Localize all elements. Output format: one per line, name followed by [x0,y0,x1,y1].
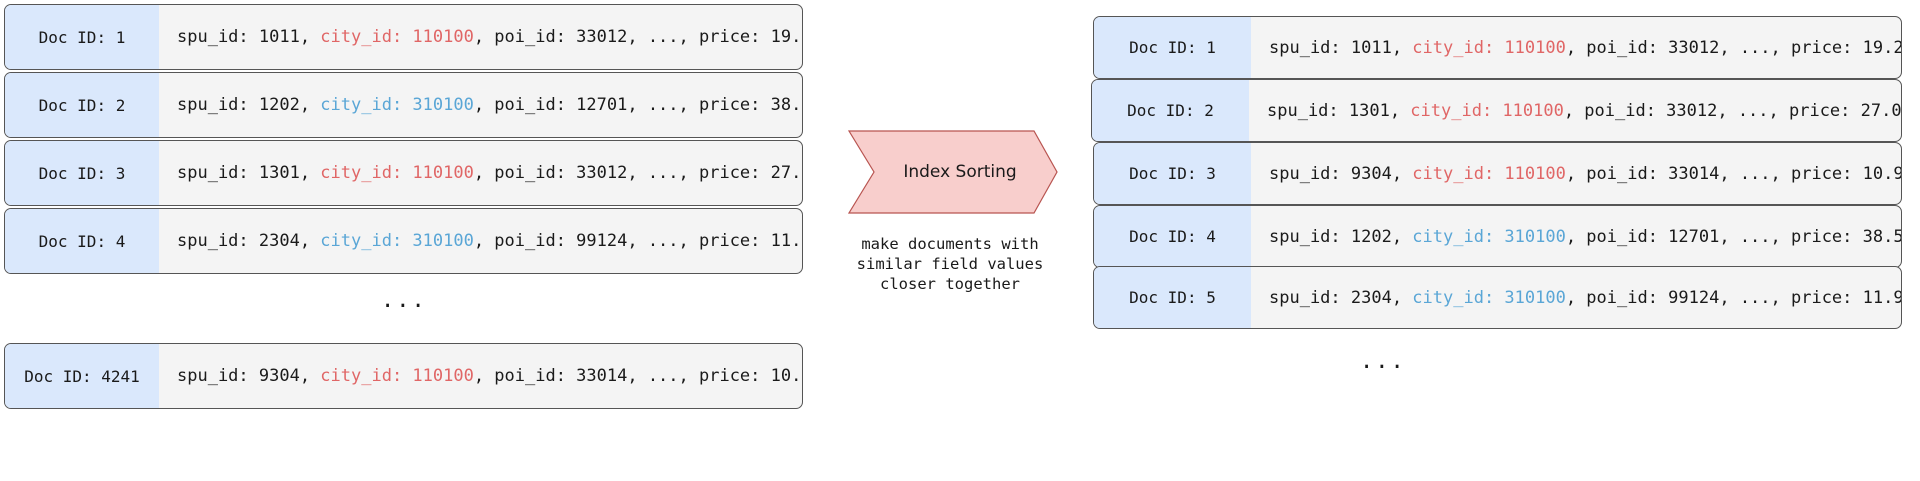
right-doc-row: Doc ID: 5 spu_id: 2304, city_id: 310100,… [1093,266,1902,329]
other-fields: , poi_id: 33012, ..., price: 27.0 [473,163,803,183]
right-doc-row: Doc ID: 2 spu_id: 1301, city_id: 110100,… [1091,79,1902,142]
other-fields: , poi_id: 33012, ..., price: 19.2 [473,27,803,47]
arrow-shape [848,130,1058,214]
city-field: city_id: 110100 [1410,100,1564,121]
doc-fields: spu_id: 1011, city_id: 110100, poi_id: 3… [159,27,803,47]
doc-fields: spu_id: 9304, city_id: 110100, poi_id: 3… [1251,163,1902,184]
left-doc-row: Doc ID: 4 spu_id: 2304, city_id: 310100,… [4,208,803,274]
spu-field: spu_id: 1202, [177,95,321,115]
caption-line: closer together [880,275,1020,293]
caption-line: make documents with [861,235,1039,253]
doc-fields: spu_id: 1011, city_id: 110100, poi_id: 3… [1251,37,1902,58]
other-fields: , poi_id: 12701, ..., price: 38.5 [1565,226,1902,247]
city-field: city_id: 110100 [320,27,474,47]
right-doc-row: Doc ID: 1 spu_id: 1011, city_id: 110100,… [1093,16,1902,79]
spu-field: spu_id: 1011, [177,27,321,47]
doc-id-label: Doc ID: 4 [1094,206,1251,267]
city-field: city_id: 310100 [320,231,474,251]
doc-fields: spu_id: 1301, city_id: 110100, poi_id: 3… [1249,100,1902,121]
city-field: city_id: 310100 [1412,226,1566,247]
left-doc-row: Doc ID: 2 spu_id: 1202, city_id: 310100,… [4,72,803,138]
doc-id-label: Doc ID: 1 [5,5,159,69]
arrow-label: Index Sorting [903,162,1017,182]
other-fields: , poi_id: 33012, ..., price: 27.0 [1563,100,1902,121]
doc-id-label: Doc ID: 5 [1094,267,1251,328]
city-field: city_id: 110100 [320,163,474,183]
doc-fields: spu_id: 2304, city_id: 310100, poi_id: 9… [159,231,803,251]
city-field: city_id: 110100 [320,366,474,386]
spu-field: spu_id: 1202, [1269,226,1413,247]
left-doc-row: Doc ID: 1 spu_id: 1011, city_id: 110100,… [4,4,803,70]
doc-fields: spu_id: 1202, city_id: 310100, poi_id: 1… [1251,226,1902,247]
spu-field: spu_id: 1301, [177,163,321,183]
doc-fields: spu_id: 2304, city_id: 310100, poi_id: 9… [1251,287,1902,308]
city-field: city_id: 110100 [1412,163,1566,184]
other-fields: , poi_id: 33012, ..., price: 19.2 [1565,37,1902,58]
city-field: city_id: 110100 [1412,37,1566,58]
doc-fields: spu_id: 1301, city_id: 110100, poi_id: 3… [159,163,803,183]
doc-fields: spu_id: 1202, city_id: 310100, poi_id: 1… [159,95,803,115]
caption-line: similar field values [856,255,1044,273]
other-fields: , poi_id: 33014, ..., price: 10.99 [1565,163,1902,184]
other-fields: , poi_id: 12701, ..., price: 38.5 [473,95,803,115]
doc-id-label: Doc ID: 3 [5,141,159,205]
spu-field: spu_id: 9304, [1269,163,1413,184]
index-sorting-arrow: Index Sorting [848,130,1058,214]
doc-id-label: Doc ID: 3 [1094,143,1251,204]
left-doc-row-last: Doc ID: 4241 spu_id: 9304, city_id: 1101… [4,343,803,409]
spu-field: spu_id: 1011, [1269,37,1413,58]
spu-field: spu_id: 2304, [1269,287,1413,308]
doc-id-label: Doc ID: 2 [5,73,159,137]
other-fields: , poi_id: 99124, ..., price: 11.99 [473,231,803,251]
doc-fields: spu_id: 9304, city_id: 110100, poi_id: 3… [159,366,803,386]
right-ellipsis: ... [1360,349,1406,374]
spu-field: spu_id: 1301, [1267,100,1411,121]
other-fields: , poi_id: 33014, ..., price: 10.99 [473,366,803,386]
doc-id-label: Doc ID: 4 [5,209,159,273]
right-doc-row: Doc ID: 4 spu_id: 1202, city_id: 310100,… [1093,205,1902,268]
left-ellipsis: ... [381,288,427,313]
doc-id-label: Doc ID: 1 [1094,17,1251,78]
other-fields: , poi_id: 99124, ..., price: 11.99 [1565,287,1902,308]
city-field: city_id: 310100 [1412,287,1566,308]
city-field: city_id: 310100 [320,95,474,115]
doc-id-label: Doc ID: 4241 [5,344,159,408]
spu-field: spu_id: 2304, [177,231,321,251]
doc-id-label: Doc ID: 2 [1092,80,1249,141]
spu-field: spu_id: 9304, [177,366,321,386]
left-doc-row: Doc ID: 3 spu_id: 1301, city_id: 110100,… [4,140,803,206]
arrow-caption: make documents with similar field values… [830,234,1070,294]
right-doc-row: Doc ID: 3 spu_id: 9304, city_id: 110100,… [1093,142,1902,205]
